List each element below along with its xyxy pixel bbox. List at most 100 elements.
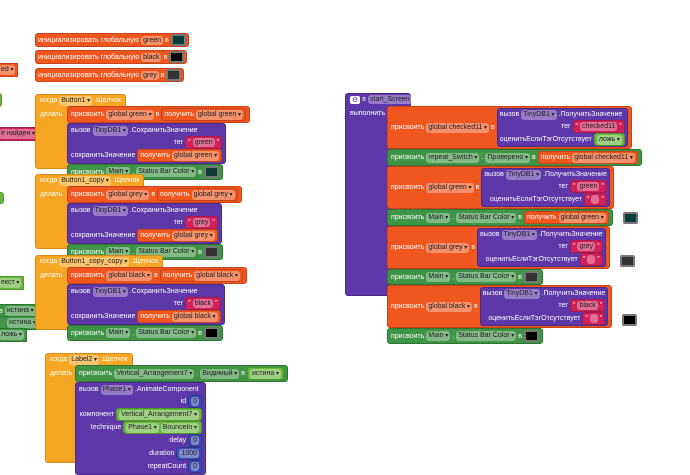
var-dropdown[interactable]: global grey <box>191 189 235 200</box>
text-empty[interactable]: " " <box>583 193 607 206</box>
phase-dropdown[interactable]: Phase1 <box>100 384 133 395</box>
edge-block[interactable] <box>0 93 2 107</box>
event-label2[interactable]: когдаLabel2.ЩелчокделатьприсвоитьVertica… <box>45 353 288 475</box>
gear-icon[interactable]: ⚙ <box>350 95 361 104</box>
component-dropdown[interactable]: Main <box>106 167 131 177</box>
event-Button1_copy[interactable]: когдаButton1_copy.Щелчокделатьприсвоитьg… <box>35 174 242 260</box>
false-dropdown[interactable]: ложь <box>596 134 622 145</box>
param-repeatCount-value[interactable]: 0 <box>188 460 202 473</box>
tinydb-dropdown[interactable]: TinyDB1 <box>92 125 128 136</box>
component-dropdown[interactable]: Button1_copy <box>59 175 111 186</box>
property-dropdown[interactable]: Status Bar Color <box>136 247 197 257</box>
color-grey[interactable] <box>166 69 182 81</box>
var-dropdown[interactable]: global checked11 <box>572 152 635 163</box>
var-dropdown[interactable]: global green <box>426 182 474 193</box>
component-dropdown[interactable]: Vertical_Arrangement7 <box>119 409 199 420</box>
var-dropdown[interactable]: global black <box>194 270 240 281</box>
property-dropdown[interactable]: Видимый <box>200 368 240 379</box>
technique-dropdown[interactable]: BounceIn <box>160 422 199 433</box>
component-dropdown[interactable]: Main <box>426 212 451 223</box>
tinydb-dropdown[interactable]: TinyDB1 <box>521 109 557 120</box>
var-dropdown[interactable]: global green <box>171 150 220 161</box>
param-technique-value[interactable]: Phase1BounceIn <box>123 421 202 434</box>
event-Button1[interactable]: когдаButton1.Щелчокделатьприсвоитьglobal… <box>35 94 251 180</box>
text-checked11[interactable]: "checked11" <box>572 120 625 133</box>
color-grey[interactable] <box>523 271 539 283</box>
component-dropdown[interactable]: Vertical_Arrangement7 <box>114 368 195 379</box>
property-dropdown[interactable]: Status Bar Color <box>456 212 517 223</box>
event-Button1_copy_copy[interactable]: когдаButton1_copy_copy.Щелчокделатьприсв… <box>35 255 247 341</box>
color-green[interactable] <box>170 34 186 46</box>
set-visible[interactable]: присвоитьVertical_Arrangement7.Видимыйви… <box>75 365 288 382</box>
color-grey[interactable] <box>203 246 219 258</box>
color-grey-floating[interactable] <box>619 255 635 267</box>
property-dropdown[interactable]: Status Bar Color <box>456 331 517 341</box>
tinydb-get-call[interactable]: вызовTinyDB1.ПолучитьЗначениетег"black"о… <box>479 287 609 326</box>
param-id-value[interactable]: 0 <box>188 395 202 408</box>
var-dropdown[interactable]: global green <box>106 109 154 120</box>
color-black[interactable] <box>169 51 185 63</box>
var-dropdown[interactable]: global grey <box>106 189 150 200</box>
text-grey[interactable]: "grey" <box>569 240 603 253</box>
text-green[interactable]: "green" <box>569 180 607 193</box>
component-dropdown[interactable]: Main <box>426 272 451 282</box>
edge-block[interactable]: ed <box>0 63 19 77</box>
var-dropdown[interactable]: global checked11 <box>426 122 490 133</box>
property-dropdown[interactable]: Status Bar Color <box>456 272 517 282</box>
text-green[interactable]: "green" <box>185 136 223 149</box>
color-black[interactable] <box>203 327 219 339</box>
false-block[interactable]: ложь <box>593 133 625 146</box>
tinydb-dropdown[interactable]: TinyDB1 <box>92 286 128 297</box>
text-empty[interactable]: " " <box>582 312 606 325</box>
property-dropdown[interactable]: Status Bar Color <box>136 167 197 177</box>
var-dropdown[interactable]: global black <box>106 270 153 281</box>
color-green[interactable] <box>203 166 219 178</box>
phase-dropdown[interactable]: Phase1 <box>126 422 159 433</box>
component-dropdown[interactable]: Main <box>426 331 451 341</box>
tinydb-dropdown[interactable]: TinyDB1 <box>504 288 540 299</box>
param-delay-value[interactable]: 0 <box>188 434 202 447</box>
color-black[interactable] <box>523 330 539 342</box>
tinydb-dropdown[interactable]: TinyDB1 <box>92 205 128 216</box>
component-dropdown[interactable]: Label2 <box>69 354 99 365</box>
true-dropdown[interactable]: истина <box>249 368 281 379</box>
component-dropdown[interactable]: Button1_copy_copy <box>59 256 130 267</box>
tinydb-dropdown[interactable]: TinyDB1 <box>501 229 537 240</box>
component-dropdown[interactable]: Main <box>106 328 131 338</box>
edge-block[interactable]: ложь <box>0 328 27 342</box>
tinydb-dropdown[interactable]: TinyDB1 <box>505 169 542 180</box>
edge-block[interactable]: екст <box>0 276 25 290</box>
var-dropdown[interactable]: global black <box>171 311 218 322</box>
component-dropdown[interactable]: Main <box>106 247 131 257</box>
component-dropdown[interactable]: Button1 <box>59 95 93 106</box>
param-duration-value[interactable]: 1000 <box>176 447 202 460</box>
text-grey[interactable]: "grey" <box>185 216 218 229</box>
tinydb-get-call[interactable]: вызовTinyDB1.ПолучитьЗначениетег"checked… <box>496 108 628 147</box>
var-dropdown[interactable]: global green <box>195 109 244 120</box>
tinydb-get-call[interactable]: вызовTinyDB1.ПолучитьЗначениетег"green"о… <box>481 168 610 207</box>
true-block[interactable]: истина <box>246 367 284 380</box>
property-dropdown[interactable]: Проверено <box>485 152 530 163</box>
property-dropdown[interactable]: Status Bar Color <box>136 328 197 338</box>
var-dropdown[interactable]: global black <box>426 301 473 312</box>
tinydb-get-call[interactable]: вызовTinyDB1.ПолучитьЗначениетег"grey"оц… <box>477 228 606 267</box>
